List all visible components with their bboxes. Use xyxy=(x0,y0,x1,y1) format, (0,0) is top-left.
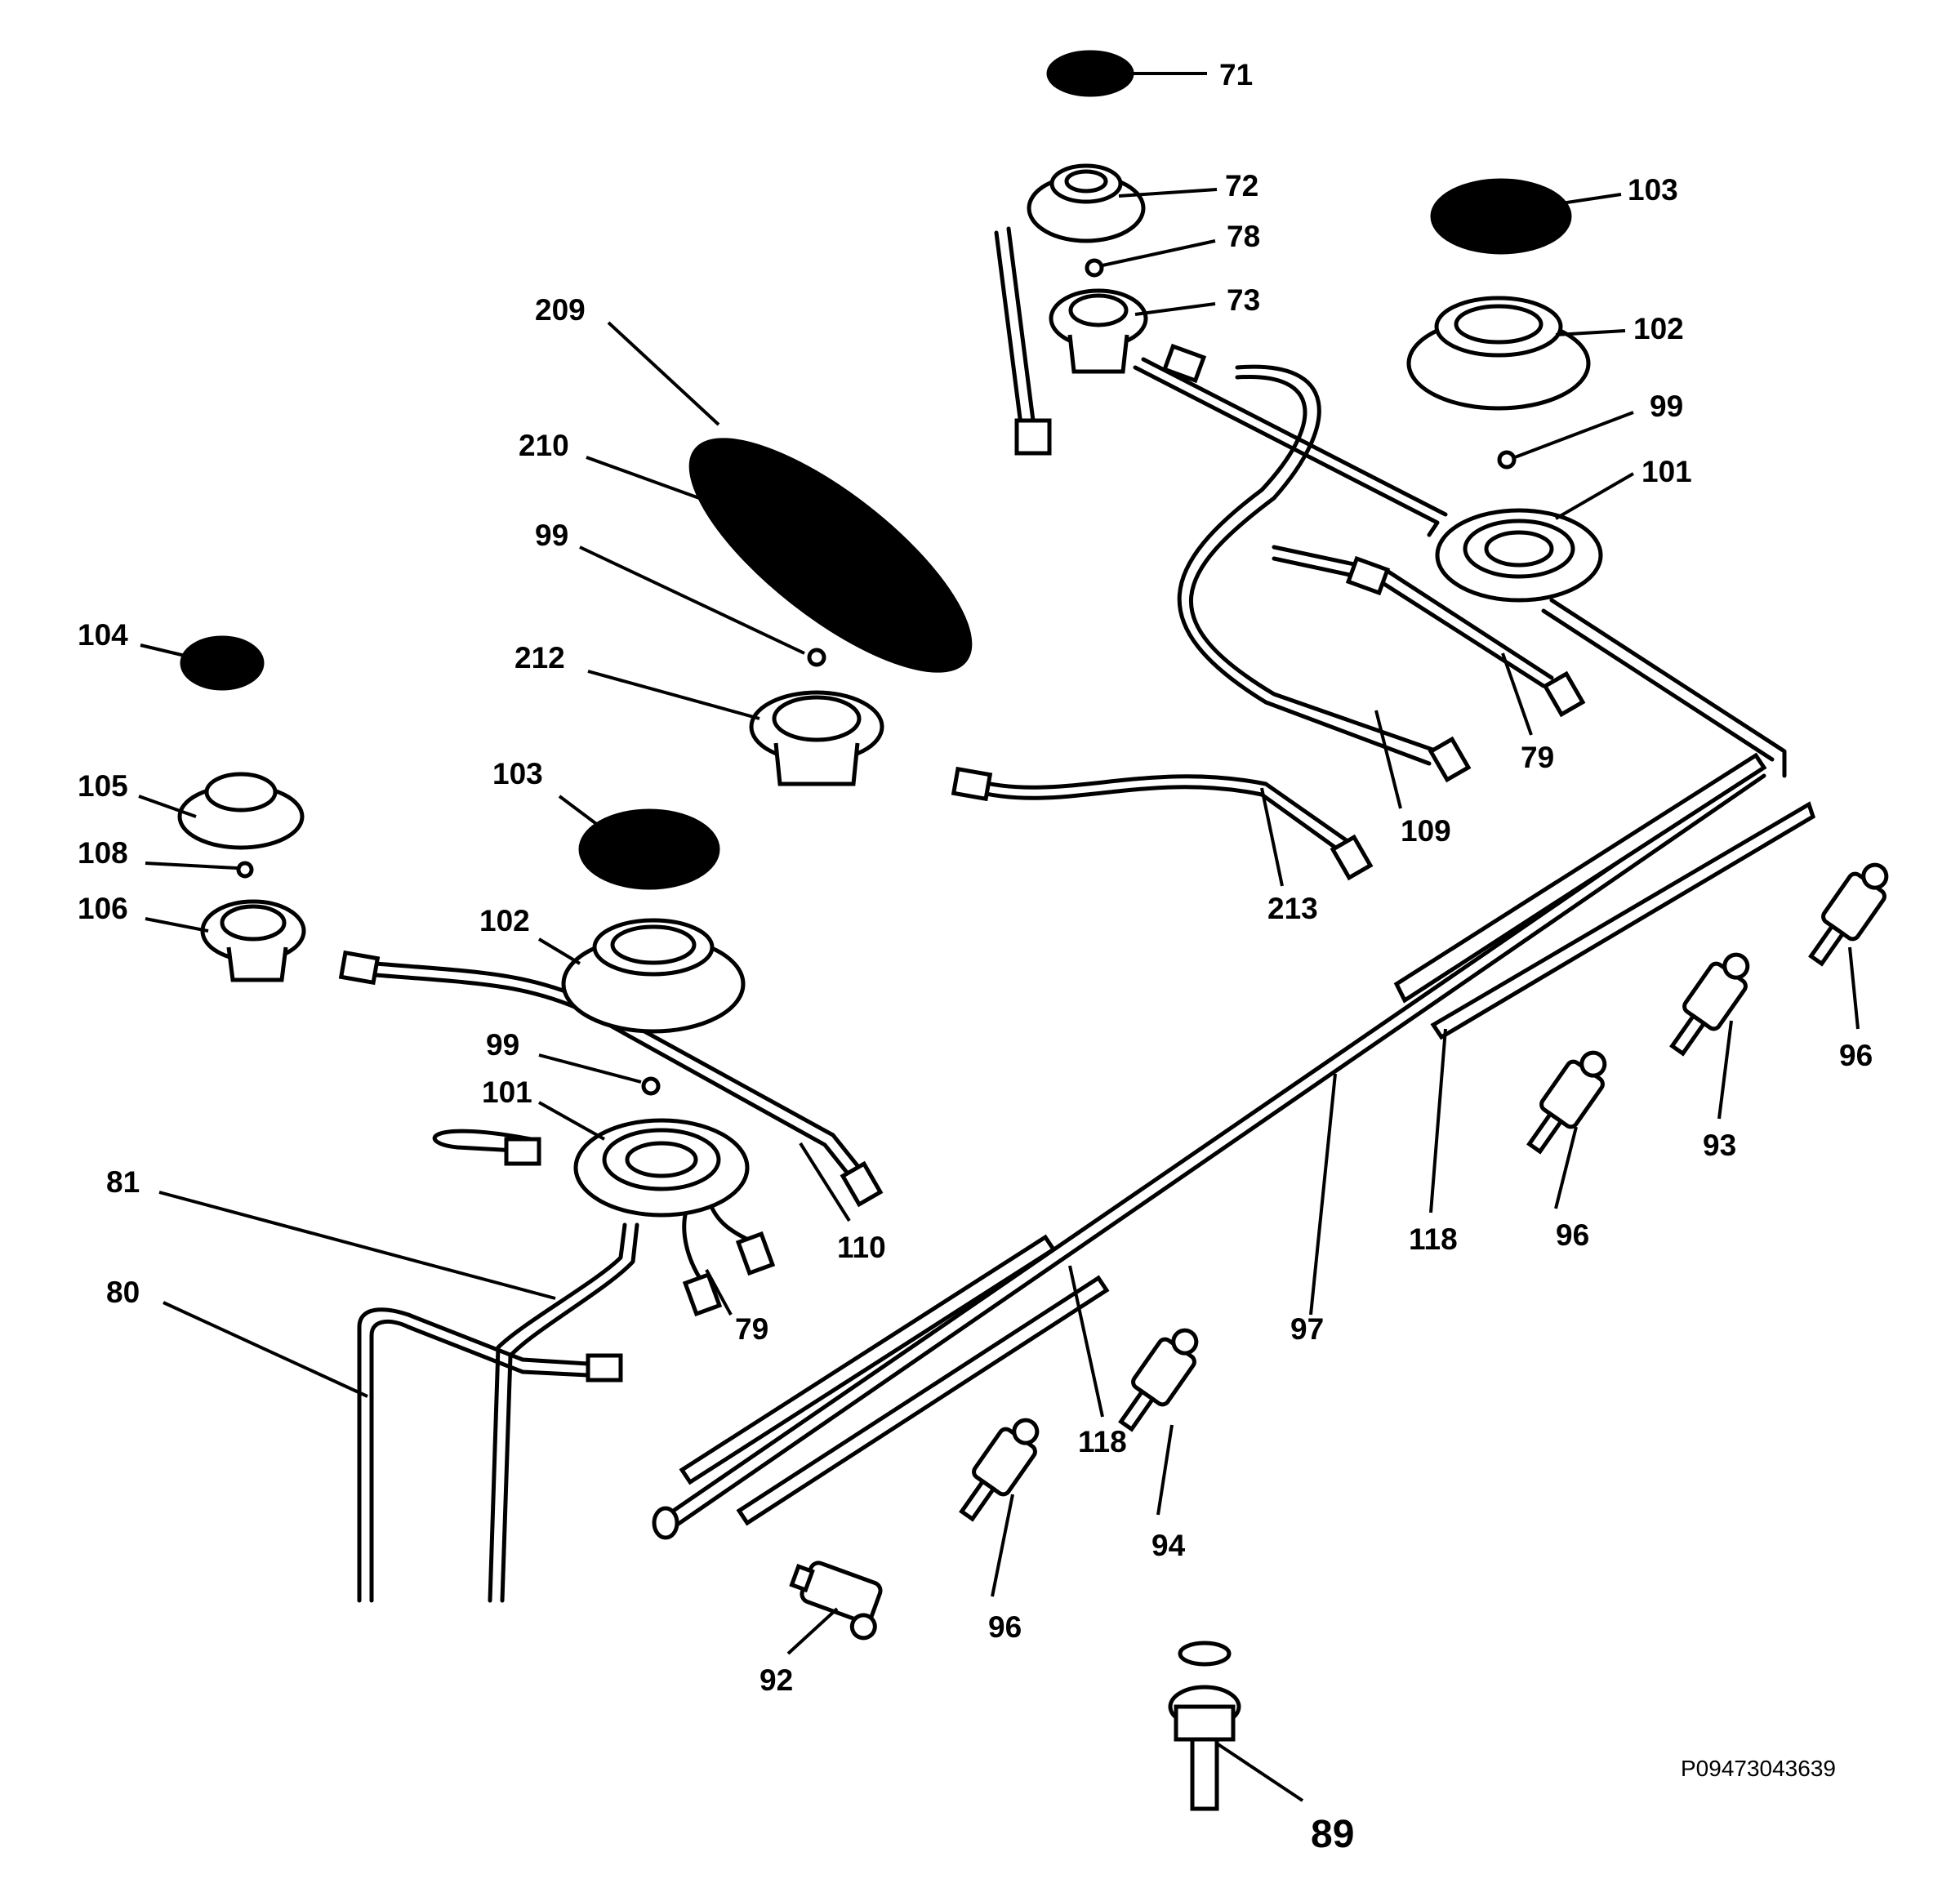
label-93: 93 xyxy=(1703,1129,1736,1162)
label-102-lower: 102 xyxy=(479,904,530,937)
label-71: 71 xyxy=(1219,58,1253,91)
label-103-upper: 103 xyxy=(1628,173,1678,207)
gas-taps xyxy=(789,862,1889,1811)
label-79-lower: 79 xyxy=(735,1312,768,1346)
label-96-right: 96 xyxy=(1839,1039,1873,1072)
label-102-upper: 102 xyxy=(1633,312,1684,345)
label-118-right: 118 xyxy=(1409,1222,1458,1256)
label-96-left: 96 xyxy=(988,1610,1022,1644)
label-99-lower: 99 xyxy=(486,1028,519,1062)
label-97: 97 xyxy=(1290,1312,1324,1346)
label-103-lower: 103 xyxy=(492,757,543,790)
burner-parts xyxy=(177,50,1603,1218)
mounting-rails xyxy=(679,752,1816,1526)
label-101-upper: 101 xyxy=(1642,455,1692,488)
label-99-middle: 99 xyxy=(535,519,568,552)
label-72: 72 xyxy=(1225,169,1258,203)
label-109: 109 xyxy=(1401,814,1451,848)
label-118-left: 118 xyxy=(1078,1425,1127,1458)
label-104: 104 xyxy=(78,618,128,652)
label-79-upper: 79 xyxy=(1521,741,1554,774)
label-212: 212 xyxy=(514,641,565,675)
diagram-code: P09473043639 xyxy=(1681,1756,1836,1781)
label-110: 110 xyxy=(837,1231,886,1264)
part-labels: 71 72 78 73 103 102 99 101 209 210 99 21… xyxy=(78,58,1873,1856)
label-101-lower: 101 xyxy=(482,1075,532,1109)
label-105: 105 xyxy=(78,769,128,803)
leader-lines xyxy=(138,72,1860,1802)
label-99-upper: 99 xyxy=(1650,390,1683,423)
label-106: 106 xyxy=(78,892,128,925)
label-209: 209 xyxy=(535,293,586,327)
label-94: 94 xyxy=(1152,1529,1186,1562)
label-80: 80 xyxy=(106,1276,140,1309)
label-213: 213 xyxy=(1267,892,1318,925)
label-210: 210 xyxy=(519,429,569,462)
label-92: 92 xyxy=(760,1663,793,1697)
pipe-fittings xyxy=(338,343,1586,1383)
label-108: 108 xyxy=(78,836,128,870)
label-96-middle: 96 xyxy=(1556,1218,1589,1252)
label-73: 73 xyxy=(1227,283,1260,317)
label-89: 89 xyxy=(1311,1813,1354,1856)
label-78: 78 xyxy=(1227,220,1260,253)
label-81: 81 xyxy=(106,1165,140,1199)
